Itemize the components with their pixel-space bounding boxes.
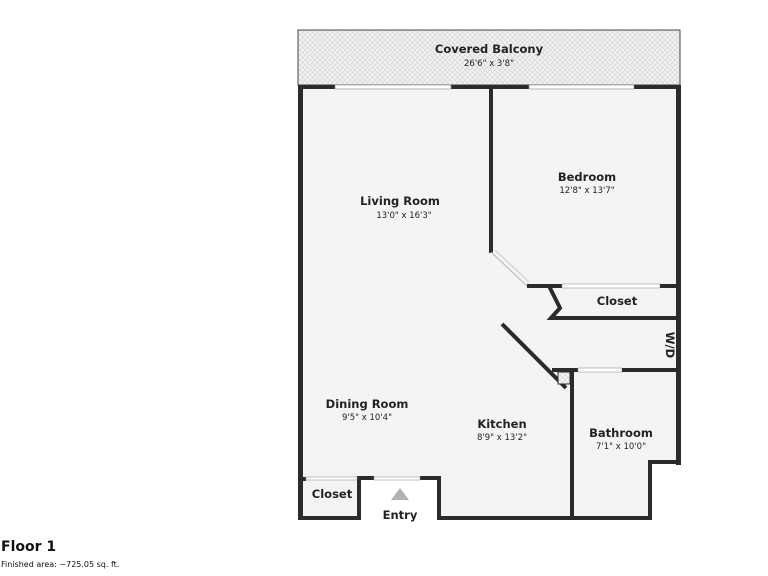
bedroom-dims: 12'8" x 13'7" <box>559 186 614 196</box>
balcony-dims: 26'6" x 3'8" <box>464 59 514 69</box>
living-room-name: Living Room <box>360 194 440 208</box>
wd-name: W/D <box>663 332 677 358</box>
entry-arrow-icon <box>391 488 409 500</box>
floor-area <box>302 88 676 517</box>
floor-title: Floor 1 <box>1 539 57 555</box>
entry-closet-name: Closet <box>312 487 353 501</box>
interior-walls <box>298 85 678 520</box>
dining-room-dims: 9'5" x 10'4" <box>342 413 392 423</box>
kitchen-dims: 8'9" x 13'2" <box>477 433 527 443</box>
bathroom-name: Bathroom <box>589 426 653 440</box>
bedroom-closet-name: Closet <box>597 294 638 308</box>
kitchen-name: Kitchen <box>477 417 526 431</box>
living-room-dims: 13'0" x 16'3" <box>376 211 431 221</box>
windows <box>334 84 635 90</box>
balcony-name: Covered Balcony <box>435 42 544 56</box>
bathroom-dims: 7'1" x 10'0" <box>596 442 646 452</box>
dining-room-name: Dining Room <box>326 397 409 411</box>
bedroom-name: Bedroom <box>558 170 616 184</box>
finished-area: Finished area: ~725.05 sq. ft. <box>1 560 120 569</box>
covered-balcony-area <box>297 29 681 86</box>
entry-name: Entry <box>383 508 418 522</box>
